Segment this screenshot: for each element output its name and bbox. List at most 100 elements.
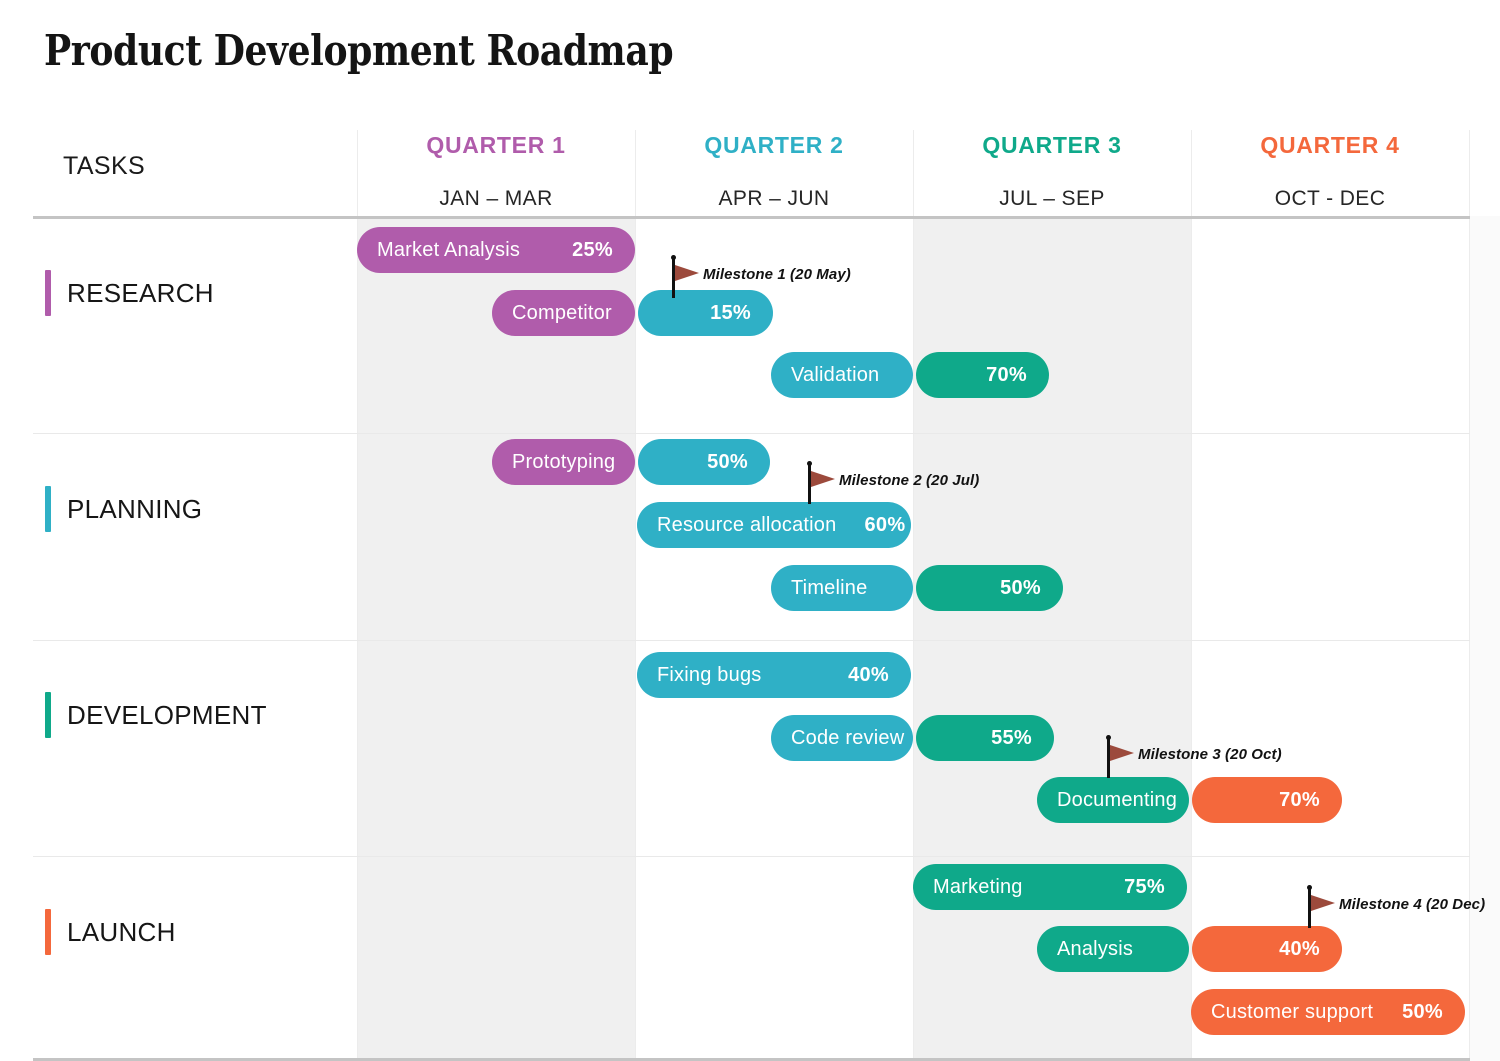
right-edge-strip: [1470, 216, 1500, 1061]
task-bar-segment[interactable]: Market Analysis 25%: [357, 227, 635, 273]
task-bar-fixing-bugs[interactable]: Fixing bugs 40%: [637, 652, 911, 698]
task-bar-code-review[interactable]: Code review 55%: [771, 715, 1054, 761]
task-bar-segment[interactable]: Validation: [771, 352, 913, 398]
task-bar-timeline[interactable]: Timeline 50%: [771, 565, 1063, 611]
task-bar-segment[interactable]: Fixing bugs 40%: [637, 652, 911, 698]
task-bar-percent: 15%: [710, 301, 751, 324]
quarter-header-title-3: QUARTER 3: [982, 132, 1122, 158]
milestone-flag-triangle-icon: [811, 471, 835, 487]
swimlane-label-text: LAUNCH: [67, 916, 176, 947]
task-bar-percent: 60%: [864, 513, 906, 536]
task-bar-label: Code review: [791, 726, 905, 749]
major-rule-1: [33, 1058, 1470, 1061]
task-bar-segment[interactable]: 70%: [916, 352, 1049, 398]
page-title: Product Development Roadmap: [44, 26, 674, 75]
swimlane-label-launch: LAUNCH: [45, 909, 176, 955]
minor-rule-2: [33, 856, 1470, 857]
task-bar-percent: 70%: [986, 363, 1027, 386]
milestone-flag-triangle-icon: [1311, 895, 1335, 911]
task-bar-segment[interactable]: Competitor: [492, 290, 635, 336]
swimlane-label-text: PLANNING: [67, 493, 203, 524]
milestone-flag-icon: [671, 255, 699, 298]
task-bar-competitor[interactable]: Competitor 15%: [492, 290, 773, 336]
column-separator-1: [635, 130, 636, 1061]
task-bar-segment[interactable]: 50%: [638, 439, 770, 485]
quarter-header-title-1: QUARTER 1: [426, 132, 566, 158]
task-bar-label: Marketing: [933, 875, 1023, 898]
task-bar-label: Resource allocation: [657, 513, 837, 536]
task-bar-resource-allocation[interactable]: Resource allocation 60%: [637, 502, 911, 548]
swimlane-label-text: RESEARCH: [67, 277, 214, 308]
task-bar-segment[interactable]: 55%: [916, 715, 1054, 761]
major-rule-0: [33, 216, 1470, 219]
milestone-label: Milestone 2 (20 Jul): [839, 472, 980, 489]
task-bar-marketing[interactable]: Marketing 75%: [913, 864, 1187, 910]
swimlane-label-text: DEVELOPMENT: [67, 699, 267, 730]
task-bar-segment[interactable]: 70%: [1192, 777, 1342, 823]
task-bar-segment[interactable]: 15%: [638, 290, 773, 336]
milestone-label: Milestone 4 (20 Dec): [1339, 896, 1486, 913]
task-bar-percent: 50%: [1402, 1000, 1443, 1023]
minor-rule-1: [33, 640, 1470, 641]
quarter-header-months-1: JAN – MAR: [439, 187, 553, 210]
task-bar-label: Validation: [791, 363, 880, 386]
task-bar-percent: 55%: [991, 726, 1032, 749]
task-bar-label: Competitor: [512, 301, 612, 324]
task-bar-segment[interactable]: 50%: [916, 565, 1063, 611]
column-separator-0: [357, 130, 358, 1061]
task-bar-percent: 40%: [848, 663, 889, 686]
task-bar-market-analysis[interactable]: Market Analysis 25%: [357, 227, 635, 273]
minor-rule-0: [33, 433, 1470, 434]
milestone-label: Milestone 3 (20 Oct): [1138, 746, 1282, 763]
milestone-4[interactable]: Milestone 4 (20 Dec): [1307, 885, 1486, 928]
quarter-1-band: [357, 218, 635, 1061]
task-bar-percent: 50%: [707, 450, 748, 473]
milestone-flag-icon: [1106, 735, 1134, 778]
task-bar-percent: 25%: [572, 238, 613, 261]
swimlane-accent-bar: [45, 909, 51, 955]
task-bar-percent: 40%: [1279, 937, 1320, 960]
column-separator-2: [913, 130, 914, 1061]
milestone-label: Milestone 1 (20 May): [703, 266, 851, 283]
swimlane-label-research: RESEARCH: [45, 270, 214, 316]
task-bar-label: Analysis: [1057, 937, 1134, 960]
swimlane-accent-bar: [45, 270, 51, 316]
task-bar-documenting[interactable]: Documenting 70%: [1037, 777, 1342, 823]
tasks-column-header: TASKS: [63, 152, 146, 180]
task-bar-segment[interactable]: Analysis: [1037, 926, 1189, 972]
task-bar-segment[interactable]: Marketing 75%: [913, 864, 1187, 910]
milestone-flag-icon: [807, 461, 835, 504]
swimlane-label-planning: PLANNING: [45, 486, 202, 532]
task-bar-segment[interactable]: Resource allocation 60%: [637, 502, 911, 548]
task-bar-validation[interactable]: Validation 70%: [771, 352, 1049, 398]
milestone-3[interactable]: Milestone 3 (20 Oct): [1106, 735, 1282, 778]
task-bar-segment[interactable]: Code review: [771, 715, 913, 761]
task-bar-segment[interactable]: Prototyping: [492, 439, 635, 485]
task-bar-label: Timeline: [791, 576, 868, 599]
quarter-header-months-2: APR – JUN: [718, 187, 830, 210]
task-bar-label: Documenting: [1057, 788, 1178, 811]
task-bar-segment[interactable]: Documenting: [1037, 777, 1189, 823]
task-bar-percent: 70%: [1279, 788, 1320, 811]
quarter-header-1: QUARTER 1 JAN – MAR: [357, 132, 635, 211]
task-bar-label: Prototyping: [512, 450, 616, 473]
task-bar-segment[interactable]: 40%: [1192, 926, 1342, 972]
task-bar-label: Market Analysis: [377, 238, 521, 261]
milestone-flag-triangle-icon: [675, 265, 699, 281]
milestone-2[interactable]: Milestone 2 (20 Jul): [807, 461, 980, 504]
task-bar-segment[interactable]: Timeline: [771, 565, 913, 611]
task-bar-percent: 75%: [1124, 875, 1165, 898]
task-bar-analysis[interactable]: Analysis 40%: [1037, 926, 1342, 972]
swimlane-accent-bar: [45, 692, 51, 738]
task-bar-label: Fixing bugs: [657, 663, 762, 686]
task-bar-prototyping[interactable]: Prototyping 50%: [492, 439, 770, 485]
quarter-header-months-4: OCT - DEC: [1274, 187, 1386, 210]
column-separator-4: [1469, 130, 1470, 1061]
milestone-1[interactable]: Milestone 1 (20 May): [671, 255, 851, 298]
milestone-flag-triangle-icon: [1110, 745, 1134, 761]
